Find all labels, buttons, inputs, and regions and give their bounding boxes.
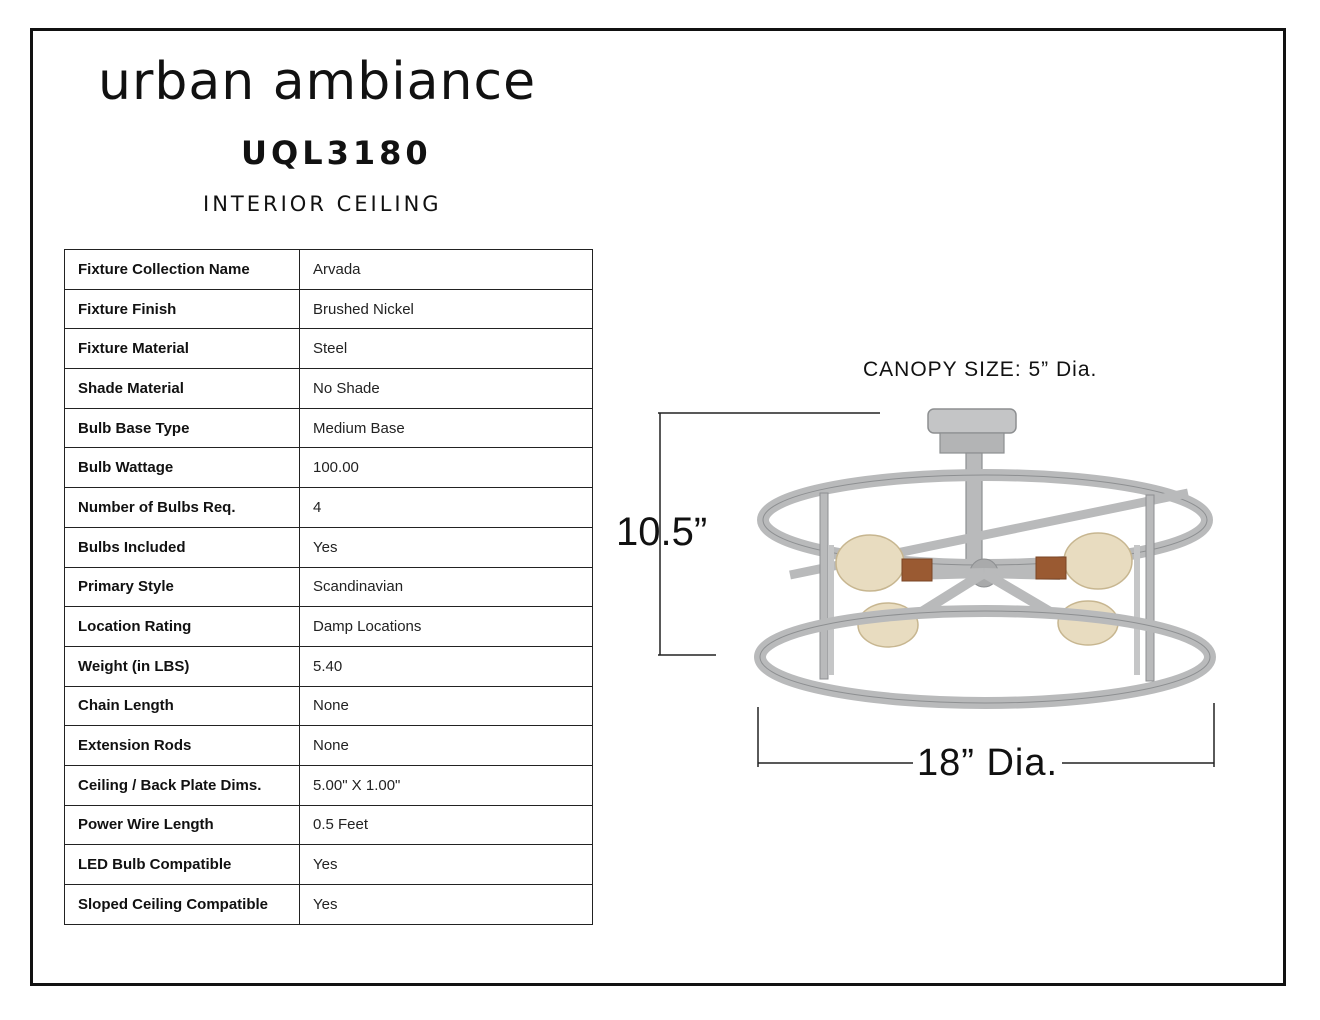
spec-value: 5.40: [299, 645, 593, 687]
spec-value: 100.00: [299, 447, 593, 489]
spec-sheet-border: [30, 28, 1286, 986]
spec-value: No Shade: [299, 368, 593, 409]
spec-label: Ceiling / Back Plate Dims.: [64, 764, 300, 806]
spec-label: Primary Style: [64, 566, 300, 608]
spec-label: Weight (in LBS): [64, 645, 300, 687]
fixture-illustration: [754, 408, 1216, 709]
canopy-size-label: CANOPY SIZE: 5” Dia.: [863, 358, 1098, 381]
brand-logo: urban ambiance: [98, 52, 537, 112]
fixture-diagram: [658, 408, 1216, 767]
spec-value: None: [299, 725, 593, 766]
spec-value: Damp Locations: [299, 606, 593, 647]
spec-label: Bulb Wattage: [64, 447, 300, 489]
spec-label: Power Wire Length: [64, 804, 300, 846]
spec-label: Bulbs Included: [64, 526, 300, 568]
spec-value: 4: [299, 487, 593, 528]
spec-value: Scandinavian: [299, 566, 593, 608]
spec-label: Fixture Collection Name: [64, 249, 300, 290]
spec-label: Number of Bulbs Req.: [64, 487, 300, 528]
spec-label: Chain Length: [64, 685, 300, 727]
spec-row: Weight (in LBS)5.40: [64, 645, 593, 687]
spec-value: Arvada: [299, 249, 593, 290]
diameter-dimension-label: 18” Dia.: [913, 742, 1063, 785]
spec-label: Extension Rods: [64, 725, 300, 766]
spec-label: Fixture Material: [64, 328, 300, 370]
height-dimension-label: 10.5”: [616, 510, 708, 554]
spec-value: Medium Base: [299, 407, 593, 449]
spec-value: 5.00" X 1.00": [299, 764, 593, 806]
spec-value: Yes: [299, 844, 593, 885]
spec-label: LED Bulb Compatible: [64, 844, 300, 885]
spec-label: Sloped Ceiling Compatible: [64, 884, 300, 925]
spec-value: Yes: [299, 884, 593, 925]
spec-label: Fixture Finish: [64, 288, 300, 330]
spec-value: None: [299, 685, 593, 727]
model-number: UQL3180: [241, 134, 432, 172]
spec-label: Shade Material: [64, 368, 300, 409]
spec-value: 0.5 Feet: [299, 804, 593, 846]
spec-value: Brushed Nickel: [299, 288, 593, 330]
spec-row: Ceiling / Back Plate Dims.5.00" X 1.00": [64, 764, 593, 806]
spec-value: Steel: [299, 328, 593, 370]
spec-row: Number of Bulbs Req.4: [64, 487, 593, 528]
spec-label: Bulb Base Type: [64, 407, 300, 449]
product-category: INTERIOR CEILING: [203, 192, 442, 216]
spec-value: Yes: [299, 526, 593, 568]
spec-label: Location Rating: [64, 606, 300, 647]
